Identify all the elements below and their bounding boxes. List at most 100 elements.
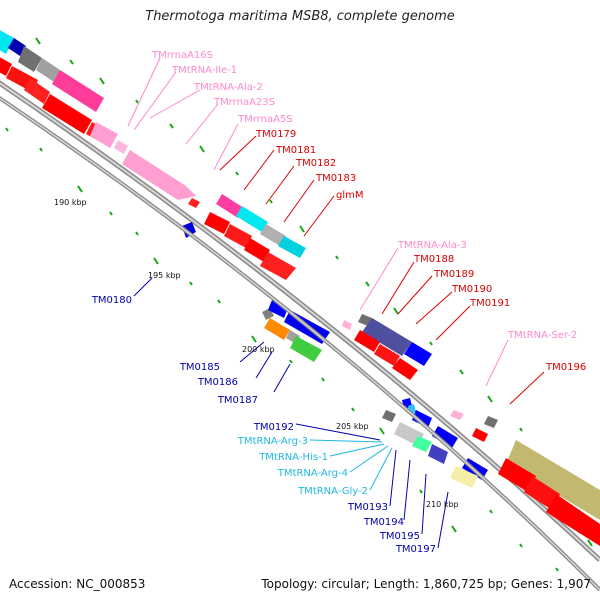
gene-label: TMrrnaA5S xyxy=(237,114,293,125)
gene-label: TM0195 xyxy=(379,531,420,542)
feature-red-arrow xyxy=(392,358,418,380)
leader-line xyxy=(389,449,397,507)
tick-mark xyxy=(69,59,74,65)
feature-cyan-block xyxy=(278,236,306,258)
feature-pink-small xyxy=(342,320,352,330)
feature-blue-block xyxy=(8,38,26,56)
tick-mark xyxy=(169,123,174,129)
leader-line xyxy=(381,261,415,315)
feature-gray-block xyxy=(260,224,286,246)
gene-label: TM0196 xyxy=(545,362,586,373)
feature-red-arrow xyxy=(524,476,560,510)
feature-cyan-block xyxy=(236,206,268,232)
tick-mark xyxy=(299,225,305,233)
map-title: Thermotoga maritima MSB8, complete genom… xyxy=(145,9,455,24)
rrna-5s-block xyxy=(188,198,200,208)
tick-mark xyxy=(335,255,339,260)
inner-tick-row xyxy=(5,127,593,572)
feature-gray-block xyxy=(18,46,42,72)
leader-line xyxy=(435,305,471,341)
leader-line xyxy=(329,443,385,457)
tick-mark xyxy=(487,395,493,403)
feature-blue-arrow xyxy=(404,342,432,366)
gene-label: TMtRNA-Ile-1 xyxy=(171,65,237,76)
leader-line xyxy=(133,71,177,131)
tick-mark xyxy=(135,231,139,236)
tick-mark xyxy=(351,407,355,412)
tick-mark xyxy=(235,171,239,176)
gene-label: TMtRNA-Ala-2 xyxy=(193,82,263,93)
feature-red-arrow xyxy=(260,252,296,280)
accession-label: Accession: NC_000853 xyxy=(9,577,146,591)
feature-red-arrow xyxy=(354,330,380,352)
tick-mark xyxy=(379,427,385,435)
leader-line xyxy=(127,57,161,127)
leader-line xyxy=(283,179,315,223)
gene-label: TM0188 xyxy=(413,254,454,265)
feature-red-arrow xyxy=(42,94,92,134)
gene-label: TMtRNA-Arg-3 xyxy=(237,436,308,447)
tick-mark xyxy=(135,99,139,104)
gene-label: TMrrnaA16S xyxy=(151,50,213,61)
feature-blue-block xyxy=(428,444,448,464)
gene-label: TM0193 xyxy=(347,502,388,513)
leader-line xyxy=(485,339,509,387)
feature-pink-small xyxy=(450,410,464,420)
gene-label: TM0194 xyxy=(363,517,404,528)
feature-green-block xyxy=(412,436,432,452)
leader-line xyxy=(265,165,295,205)
leader-line xyxy=(133,277,153,297)
feature-red-arrow xyxy=(204,212,230,234)
tick-mark xyxy=(365,281,370,287)
feature-orange-block xyxy=(264,318,290,340)
feature-gray-small xyxy=(382,410,396,422)
leader-line xyxy=(303,195,335,237)
feature-gray-block xyxy=(36,58,60,82)
leader-lines-bottom xyxy=(133,277,449,549)
tick-mark xyxy=(251,335,257,343)
tick-mark xyxy=(39,147,43,152)
tick-mark xyxy=(489,509,493,514)
gene-label: TMtRNA-Ala-3 xyxy=(397,240,467,251)
leader-line xyxy=(369,447,393,491)
feature-cyan-block xyxy=(0,30,14,54)
leader-line xyxy=(509,371,545,405)
tick-mark xyxy=(393,307,399,315)
gene-label: TMtRNA-His-1 xyxy=(258,452,328,463)
gene-label: TM0181 xyxy=(275,145,316,156)
trna-small-block xyxy=(114,140,128,154)
feature-red-arrow xyxy=(244,238,270,262)
rrna-23s-block xyxy=(122,150,196,200)
leader-line xyxy=(213,123,239,171)
tick-mark xyxy=(451,525,457,533)
genome-summary: Topology: circular; Length: 1,860,725 bp… xyxy=(261,577,591,591)
gene-label: TM0183 xyxy=(315,173,356,184)
leader-lines-top xyxy=(127,57,545,405)
feature-green-block xyxy=(290,336,322,362)
feature-red-arrow xyxy=(224,224,252,248)
kbp-label: 190 kbp xyxy=(54,198,87,207)
leader-line xyxy=(309,439,383,443)
tick-mark xyxy=(419,489,423,494)
leader-line xyxy=(255,351,273,379)
gene-label: TM0179 xyxy=(255,129,296,140)
kbp-label: 210 kbp xyxy=(426,500,459,509)
feature-cluster-b xyxy=(204,194,306,280)
leader-line xyxy=(239,341,265,363)
feature-red-arrow xyxy=(546,494,600,546)
leader-line xyxy=(295,423,381,441)
leader-line xyxy=(349,445,389,473)
backbone-inner-highlight xyxy=(0,97,600,591)
feature-red-arrow xyxy=(374,344,400,366)
gene-label: TM0187 xyxy=(217,395,258,406)
feature-red-block xyxy=(0,57,12,76)
gene-label: TMtRNA-Arg-4 xyxy=(277,468,348,479)
leader-line xyxy=(415,291,453,325)
gene-label: TM0185 xyxy=(179,362,220,373)
feature-blue-arrow xyxy=(432,426,458,448)
feature-yellow-block xyxy=(450,466,478,488)
rrna-16s-block xyxy=(90,122,118,148)
leader-line xyxy=(273,363,291,393)
